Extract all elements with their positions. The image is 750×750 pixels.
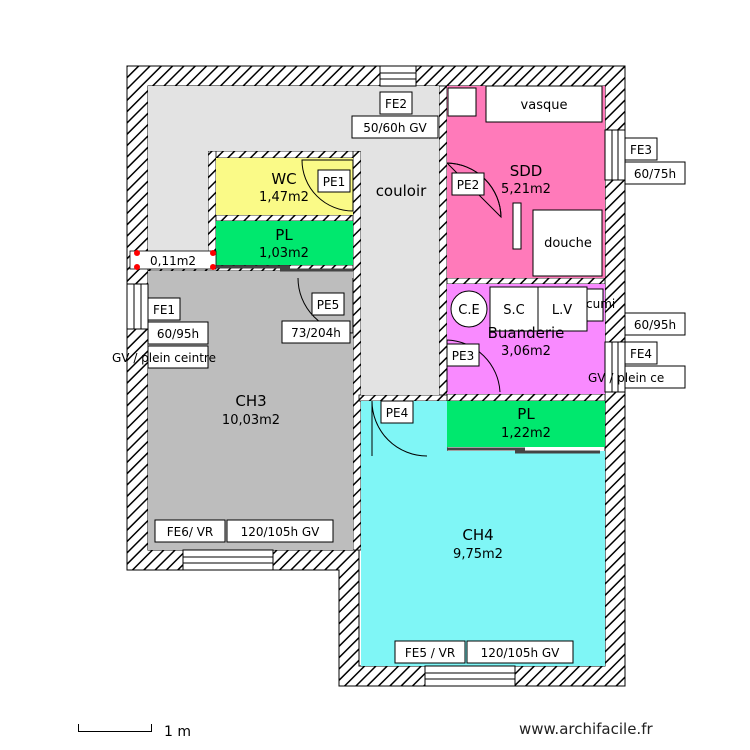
- douche-label: douche: [544, 236, 592, 251]
- window-dims-fe1: [147, 321, 209, 345]
- small-area-opening: [129, 250, 217, 270]
- lv-box: [537, 286, 588, 332]
- scale-bar: [78, 724, 152, 732]
- door-dims-box: [281, 320, 351, 344]
- wall-buanderie-bottom: [446, 393, 606, 402]
- window-dims-fe6-text: 120/105h GV: [241, 525, 321, 539]
- sdd-radiator: [512, 202, 522, 250]
- room-ch4: [361, 401, 605, 666]
- window-tag-fe1-text: FE1: [153, 303, 175, 317]
- small-area-label: 0,11m2: [150, 254, 196, 268]
- door-tag-pe4: [380, 400, 414, 424]
- door-tag-pe3: [446, 343, 480, 367]
- room-ch3-name: CH3: [235, 392, 266, 410]
- window-tag-fe4-text: FE4: [630, 347, 652, 361]
- window-tag-fe3-text: FE3: [630, 143, 652, 157]
- room-sdd-name: SDD: [510, 162, 543, 180]
- watermark: www.archifacile.fr: [519, 720, 653, 738]
- room-pl2: [447, 401, 605, 447]
- door-swing-pe4: [371, 400, 428, 457]
- wall-ch4-top: [358, 394, 448, 402]
- door-tag-pe5-text: PE5: [317, 298, 339, 312]
- window-dims-fe3-text: 60/75h: [634, 167, 676, 181]
- window-top: [379, 65, 417, 87]
- door-tag-pe2-text: PE2: [457, 178, 479, 192]
- vasque-label: vasque: [521, 98, 568, 113]
- douche-box: [532, 209, 603, 277]
- room-ch4-area: 9,75m2: [453, 547, 503, 562]
- red-marker: [210, 264, 216, 270]
- red-marker: [210, 250, 216, 256]
- window-tag-fe6-text: FE6/ VR: [167, 525, 214, 539]
- window-note-fe4: GV / plein ce: [588, 371, 664, 385]
- window-tag-fe6: [154, 519, 226, 543]
- room-sdd-area: 5,21m2: [501, 182, 551, 197]
- room-couloir-name: couloir: [376, 182, 427, 200]
- window-tag-fe4: [624, 341, 658, 365]
- room-pl2-area: 1,22m2: [501, 426, 551, 441]
- room-couloir: [148, 86, 439, 395]
- scale-label: 1 m: [164, 724, 191, 740]
- vasque-box: [485, 85, 603, 123]
- room-wc-area: 1,47m2: [259, 190, 309, 205]
- window-bottom-ch4: [424, 665, 516, 687]
- door-tag-pe5: [311, 292, 345, 316]
- window-left: [126, 283, 149, 330]
- room-buanderie-area: 3,06m2: [501, 344, 551, 359]
- sdd-small-cabinet: [447, 87, 477, 117]
- wall-sdd-bottom: [446, 277, 606, 285]
- room-ch3-area: 10,03m2: [222, 413, 280, 428]
- window-note-fe4-bg: [624, 365, 686, 389]
- sc-box: [489, 286, 539, 332]
- ce-label: C.E: [458, 303, 479, 318]
- window-dims-fe2: [351, 115, 439, 139]
- window-tag-fe1: [147, 297, 181, 321]
- red-marker: [134, 264, 140, 270]
- sc-label: S.C: [503, 303, 524, 318]
- window-tag-fe3: [624, 137, 658, 161]
- window-dims-fe4-text: 60/95h: [634, 318, 676, 332]
- window-tag-fe2: [379, 91, 413, 115]
- red-marker: [134, 250, 140, 256]
- room-ch3: [148, 271, 353, 550]
- room-buanderie-name: Buanderie: [488, 324, 565, 342]
- window-dims-fe5-text: 120/105h GV: [481, 646, 561, 660]
- door-swing-pe1: [301, 159, 354, 212]
- cumulus-label: cumi: [586, 297, 615, 311]
- wall-pl-divider: [215, 214, 359, 222]
- window-dims-fe6: [226, 519, 334, 543]
- door-dims-text: 73/204h: [291, 326, 341, 340]
- room-ch4-name: CH4: [462, 526, 493, 544]
- door-tag-pe1: [317, 169, 351, 193]
- window-tag-fe2-text: FE2: [385, 97, 407, 111]
- room-pl1-area: 1,03m2: [259, 246, 309, 261]
- door-swing-pe3: [446, 339, 501, 393]
- door-tag-pe2: [451, 172, 485, 196]
- cumulus-box: [586, 288, 604, 322]
- window-right-top: [604, 129, 626, 181]
- window-dims-fe1-text: 60/95h: [157, 327, 199, 341]
- window-dims-fe5: [466, 640, 574, 664]
- ce-circle: [450, 290, 488, 328]
- window-dims-fe3: [624, 161, 686, 185]
- door-tag-pe3-text: PE3: [452, 349, 474, 363]
- window-tag-fe5: [394, 640, 466, 664]
- wall-corridor-left: [352, 150, 362, 551]
- wall-wc-top: [207, 150, 359, 159]
- door-tag-pe4-text: PE4: [386, 406, 408, 420]
- window-dims-fe2-text: 50/60h GV: [363, 121, 427, 135]
- window-tag-fe5-text: FE5 / VR: [405, 646, 455, 660]
- room-wc-name: WC: [271, 170, 296, 188]
- window-note-fe1: GV / plein ceintre: [112, 351, 216, 365]
- window-note-fe1-bg: [147, 345, 209, 369]
- room-pl1-name: PL: [275, 226, 293, 244]
- lv-label: L.V: [552, 303, 572, 318]
- room-pl2-name: PL: [517, 405, 535, 423]
- door-tag-pe1-text: PE1: [323, 175, 345, 189]
- room-pl1: [216, 221, 353, 265]
- window-bottom-ch3: [182, 549, 274, 571]
- window-dims-fe4: [624, 312, 686, 336]
